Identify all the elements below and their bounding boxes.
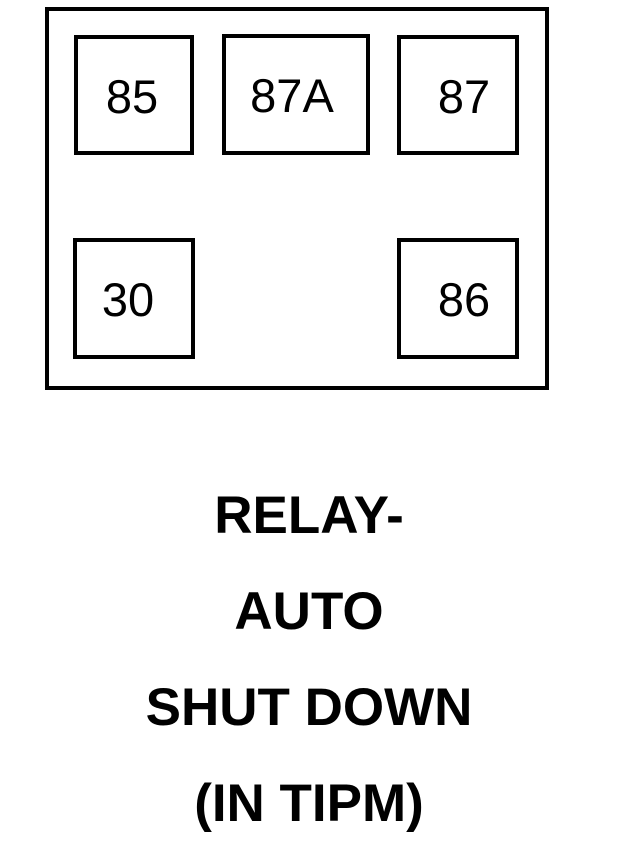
terminal-pad-86[interactable]: 86 bbox=[397, 238, 519, 359]
relay-caption: RELAY- AUTO SHUT DOWN (IN TIPM) bbox=[0, 468, 618, 852]
terminal-pad-87[interactable]: 87 bbox=[397, 35, 519, 155]
terminal-label-30: 30 bbox=[101, 273, 155, 326]
terminal-pad-87a[interactable]: 87A bbox=[222, 34, 370, 155]
terminal-pad-85[interactable]: 85 bbox=[74, 35, 194, 155]
terminal-label-85: 85 bbox=[105, 69, 159, 123]
caption-line-4: (IN TIPM) bbox=[194, 774, 424, 833]
relay-outline: 85 87A 87 30 86 bbox=[45, 7, 549, 390]
terminal-label-87: 87 bbox=[437, 69, 491, 123]
terminal-label-86: 86 bbox=[437, 273, 491, 326]
terminal-label-87a: 87A bbox=[250, 69, 334, 122]
caption-line-2: AUTO bbox=[234, 582, 384, 641]
caption-line-1: RELAY- bbox=[214, 486, 404, 545]
terminal-pad-30[interactable]: 30 bbox=[73, 238, 195, 359]
caption-line-3: SHUT DOWN bbox=[145, 678, 473, 737]
